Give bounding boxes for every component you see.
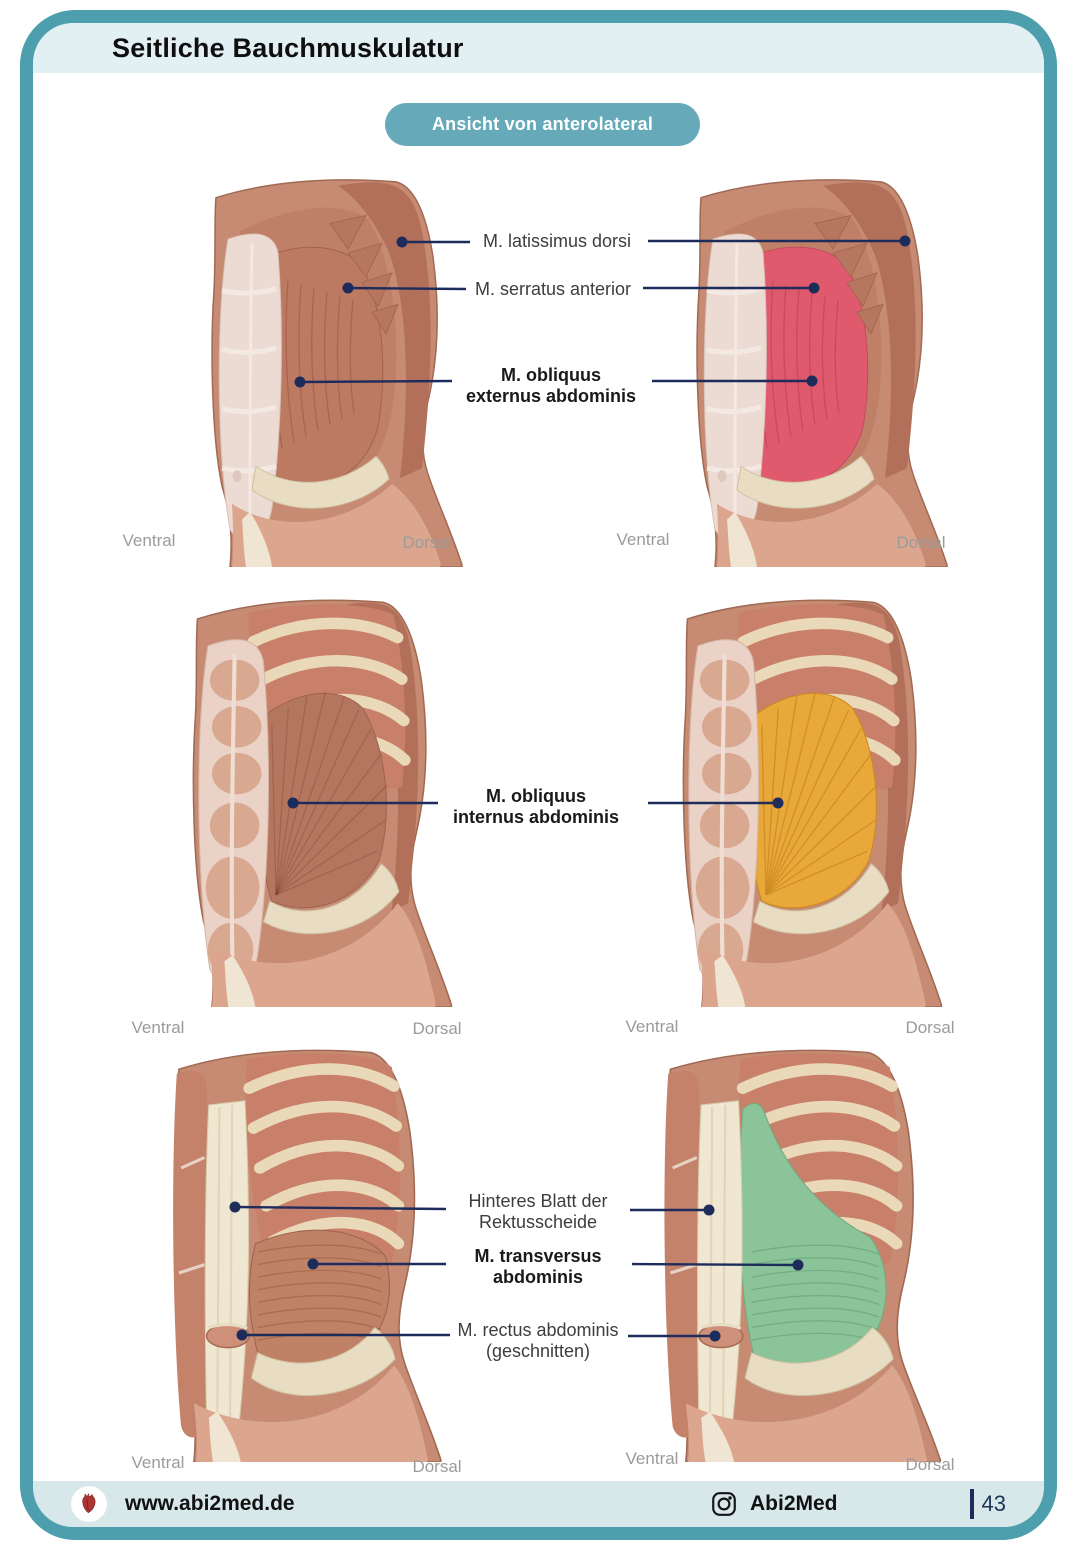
- torso-illustration: [696, 179, 948, 567]
- page-number-group: 43: [969, 1489, 1006, 1519]
- figure-externus-highlighted: [655, 172, 965, 567]
- website-text: www.abi2med.de: [125, 1492, 295, 1515]
- torso-illustration: [211, 179, 463, 567]
- orientation-label-dorsal: Dorsal: [412, 1019, 462, 1038]
- label-line: externus abdominis: [465, 386, 637, 406]
- instagram-handle: Abi2Med: [750, 1492, 838, 1515]
- label-line: internus abdominis: [452, 807, 620, 827]
- label-rectus-geschnitten: M. rectus abdominis (geschnitten): [428, 1320, 648, 1362]
- orientation-label-dorsal: Dorsal: [896, 533, 946, 552]
- label-line: (geschnitten): [485, 1341, 591, 1361]
- orientation-label-dorsal: Dorsal: [905, 1455, 955, 1474]
- figure-internus-highlighted: [640, 592, 960, 1007]
- header-band: Seitliche Bauchmuskulatur: [33, 23, 1044, 73]
- view-badge: Ansicht von anterolateral: [385, 103, 700, 146]
- page-title: Seitliche Bauchmuskulatur: [112, 33, 464, 63]
- orientation-label-dorsal: Dorsal: [905, 1018, 955, 1037]
- orientation-label-ventral: Ventral: [131, 1453, 185, 1472]
- label-line: M. latissimus dorsi: [482, 231, 632, 251]
- orientation-label-dorsal: Dorsal: [412, 1457, 462, 1476]
- label-hinteres-blatt-rektusscheide: Hinteres Blatt der Rektusscheide: [428, 1191, 648, 1233]
- label-latissimus-dorsi: M. latissimus dorsi: [457, 231, 657, 252]
- figure-transversus-plain: [130, 1042, 460, 1462]
- figure-internus-plain: [150, 592, 470, 1007]
- label-line: abdominis: [492, 1267, 583, 1287]
- footer-bar: www.abi2med.de Abi2Med 43: [33, 1481, 1044, 1527]
- torso-illustration: [664, 1049, 942, 1462]
- orientation-label-ventral: Ventral: [131, 1018, 185, 1037]
- label-obliquus-internus: M. obliquus internus abdominis: [425, 786, 647, 828]
- orientation-label-ventral: Ventral: [625, 1449, 679, 1468]
- label-line: Rektusscheide: [478, 1212, 598, 1232]
- figure-transversus-highlighted: [620, 1042, 960, 1462]
- figure-externus-plain: [170, 172, 480, 567]
- orientation-label-dorsal: Dorsal: [402, 533, 452, 552]
- orientation-label-ventral: Ventral: [122, 531, 176, 550]
- label-line: M. rectus abdominis: [457, 1320, 619, 1340]
- label-line: M. transversus: [474, 1246, 602, 1266]
- page-number: 43: [981, 1491, 1006, 1516]
- instagram-group: Abi2Med 43: [710, 1489, 1006, 1519]
- page-number-divider: [969, 1489, 974, 1519]
- label-line: M. serratus anterior: [474, 279, 632, 299]
- orientation-label-ventral: Ventral: [625, 1017, 679, 1036]
- anatomical-heart-icon: [71, 1486, 107, 1522]
- label-line: M. obliquus: [501, 365, 601, 385]
- label-serratus-anterior: M. serratus anterior: [453, 279, 653, 300]
- label-obliquus-externus: M. obliquus externus abdominis: [440, 365, 662, 407]
- instagram-icon: [712, 1492, 736, 1516]
- page-frame-inner: Seitliche Bauchmuskulatur www.abi2med.de: [33, 23, 1044, 1527]
- label-transversus-abdominis: M. transversus abdominis: [428, 1246, 648, 1288]
- torso-illustration: [192, 599, 453, 1007]
- label-line: Hinteres Blatt der: [468, 1191, 608, 1211]
- torso-illustration: [173, 1049, 442, 1462]
- heart-icon-svg: [82, 1493, 96, 1514]
- label-line: M. obliquus: [486, 786, 586, 806]
- torso-illustration: [682, 599, 943, 1007]
- orientation-label-ventral: Ventral: [616, 530, 670, 549]
